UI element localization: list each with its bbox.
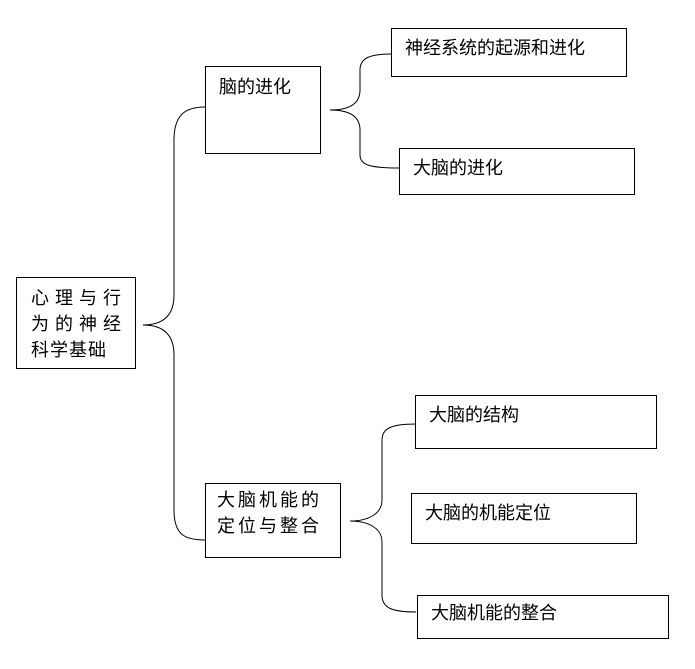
leaf-label: 大脑机能的整合	[431, 603, 557, 624]
connector-to-cerebrum-evolution	[329, 109, 400, 169]
connector-to-brain-structure	[349, 423, 417, 522]
branch-label-line-1: 大脑机能的	[217, 490, 322, 511]
leaf-label: 神经系统的起源和进化	[405, 38, 585, 59]
leaf-label: 大脑的机能定位	[425, 503, 551, 524]
root-node-line-1: 心理与行	[31, 288, 127, 309]
root-node-line-2: 为的神经	[31, 314, 127, 336]
connector-to-nervous-system-origin	[329, 53, 392, 111]
leaf-node-brain-function-integration: 大脑机能的整合	[417, 595, 669, 639]
root-node-line-3: 科学基础	[31, 340, 107, 362]
branch-label: 脑的进化	[219, 77, 291, 98]
branch-node-brain-evolution: 脑的进化	[205, 66, 321, 154]
connector-to-brain-function-localization	[349, 520, 417, 613]
leaf-node-brain-structure: 大脑的结构	[415, 395, 657, 449]
leaf-label: 大脑的结构	[429, 405, 519, 426]
branch-label-line-2: 定位与整合	[217, 516, 322, 538]
leaf-label: 大脑的进化	[413, 158, 503, 179]
connector-root-to-localization	[142, 324, 206, 541]
branch-node-localization-integration: 大脑机能的 定位与整合	[205, 483, 341, 558]
leaf-node-brain-function-localization: 大脑的机能定位	[411, 493, 637, 544]
leaf-node-cerebrum-evolution: 大脑的进化	[399, 148, 635, 195]
root-node: 心理与行 为的神经 科学基础	[16, 277, 136, 369]
connector-root-to-brain-evolution	[142, 106, 206, 326]
leaf-node-nervous-system-origin: 神经系统的起源和进化	[391, 28, 627, 77]
